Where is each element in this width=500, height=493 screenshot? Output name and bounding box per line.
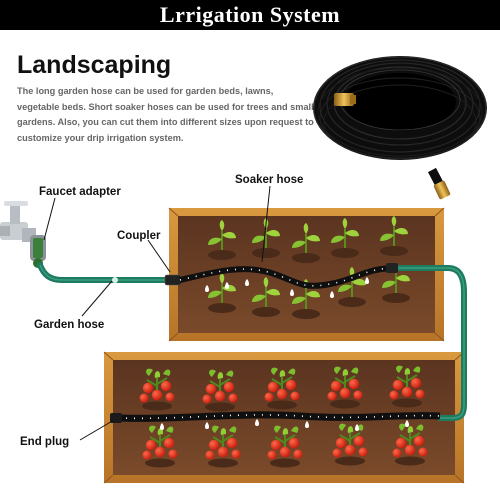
callout-soaker-hose: Soaker hose [235, 174, 304, 186]
water-drop-icon [160, 277, 409, 431]
callout-coupler: Coupler [117, 230, 161, 242]
section-description: The long garden hose can be used for gar… [17, 86, 314, 143]
banner-title: Lrrigation System [159, 2, 341, 27]
faucet-icon [0, 201, 46, 268]
coiled-hose-icon [313, 56, 487, 200]
callout-faucet-adapter: Faucet adapter [39, 186, 121, 198]
section-heading: Landscaping [17, 51, 172, 79]
callout-garden-hose: Garden hose [34, 319, 105, 331]
upper-planter-box [168, 207, 445, 342]
title-banner: Lrrigation System [0, 0, 500, 30]
callout-end-plug: End plug [20, 436, 70, 448]
